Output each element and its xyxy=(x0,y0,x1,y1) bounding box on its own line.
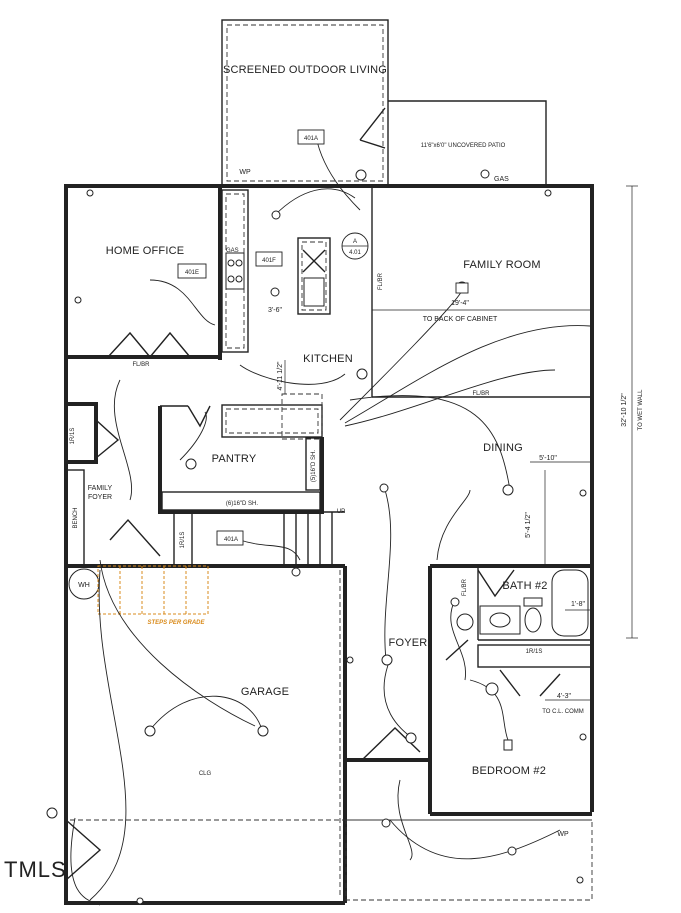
electrical-wiring xyxy=(70,129,591,906)
label-bath-2: BATH #2 xyxy=(502,580,547,592)
label-up: UP xyxy=(337,509,345,515)
label-wp-bottom: WP xyxy=(557,831,569,838)
label-rs-3: 1R/1S xyxy=(526,649,543,655)
label-shelf-6: (6)16"D SH. xyxy=(226,501,258,507)
label-family-room: FAMILY ROOM xyxy=(463,259,541,271)
label-wp-top: WP xyxy=(239,169,251,176)
home-office-walls xyxy=(66,186,222,360)
dim-4-3: 4'-3" xyxy=(557,693,571,700)
detail-tags xyxy=(177,129,469,546)
label-patio: 11'6"x6'0" UNCOVERED PATIO xyxy=(421,143,506,149)
label-bench: BENCH xyxy=(73,507,79,528)
tag-401a-bottom: 401A xyxy=(224,537,238,543)
label-family-foyer-2: FOYER xyxy=(88,494,112,501)
label-fl-br-bath: FL/BR xyxy=(462,578,468,596)
label-screened-outdoor: SCREENED OUTDOOR LIVING xyxy=(223,64,387,76)
family-room-walls xyxy=(371,186,592,398)
kitchen-cabinets xyxy=(221,189,331,440)
dimension-lines xyxy=(284,185,638,701)
screened-outdoor-area xyxy=(221,19,389,187)
label-wh: WH xyxy=(78,582,90,589)
pantry-walls xyxy=(158,405,324,514)
label-rs-1: 1R/1S xyxy=(70,428,76,445)
label-rs-2: 1R/1S xyxy=(180,532,186,549)
room-labels: SCREENED OUTDOOR LIVING 11'6"x6'0" UNCOV… xyxy=(88,64,548,777)
annotation-labels: WP WP GAS GAS 401A 401A 401E 401F A 4.01… xyxy=(70,136,644,838)
label-clg: CLG xyxy=(199,771,212,777)
dim-32-10: 32'-10 1/2" xyxy=(621,393,628,427)
dim-1-8: 1'-8" xyxy=(571,601,585,608)
exterior-walls xyxy=(64,184,594,905)
label-pantry: PANTRY xyxy=(212,453,257,465)
tag-401f: 401F xyxy=(262,258,276,264)
electrical-fixtures xyxy=(46,169,587,905)
label-garage: GARAGE xyxy=(241,686,289,698)
label-dining: DINING xyxy=(483,442,523,454)
label-steps-per-grade: STEPS PER GRADE xyxy=(147,620,205,626)
tag-401: 4.01 xyxy=(349,250,361,256)
label-bedroom-2: BEDROOM #2 xyxy=(472,765,546,777)
label-kitchen: KITCHEN xyxy=(303,353,353,365)
dim-4-11: 4'-11 1/2" xyxy=(277,361,284,391)
label-shelf-5: (5)16"D SH. xyxy=(311,450,317,482)
label-fl-br-family: FL/BR xyxy=(378,272,384,290)
tag-401e: 401E xyxy=(185,270,199,276)
dim-5-4: 5'-4 1/2" xyxy=(525,512,532,538)
label-family-foyer-1: FAMILY xyxy=(88,485,113,492)
label-fl-br-mid: FL/BR xyxy=(472,391,490,397)
tag-401a-top: 401A xyxy=(304,136,318,142)
patio-area xyxy=(388,100,547,186)
label-to-wet-wall: TO WET WALL xyxy=(638,389,644,431)
label-back-of-cabinet: TO BACK OF CABINET xyxy=(423,316,498,323)
label-home-office: HOME OFFICE xyxy=(106,245,185,257)
label-fl-br-office: FL/BR xyxy=(132,362,150,368)
garage-walls xyxy=(65,565,592,898)
label-gas-kitchen: GAS xyxy=(226,248,239,254)
dim-3-6: 3'-6" xyxy=(268,307,282,314)
label-foyer: FOYER xyxy=(389,637,428,649)
watermark-logo: TMLS xyxy=(4,857,67,882)
label-to-cl-comm: TO C.L. COMM xyxy=(542,709,584,715)
dim-5-10: 5'-10" xyxy=(539,455,557,462)
dim-19-4: 19'-4" xyxy=(451,300,469,307)
bedroom-bath-walls xyxy=(345,564,593,901)
tag-a: A xyxy=(353,239,357,245)
label-gas-patio: GAS xyxy=(494,176,509,183)
